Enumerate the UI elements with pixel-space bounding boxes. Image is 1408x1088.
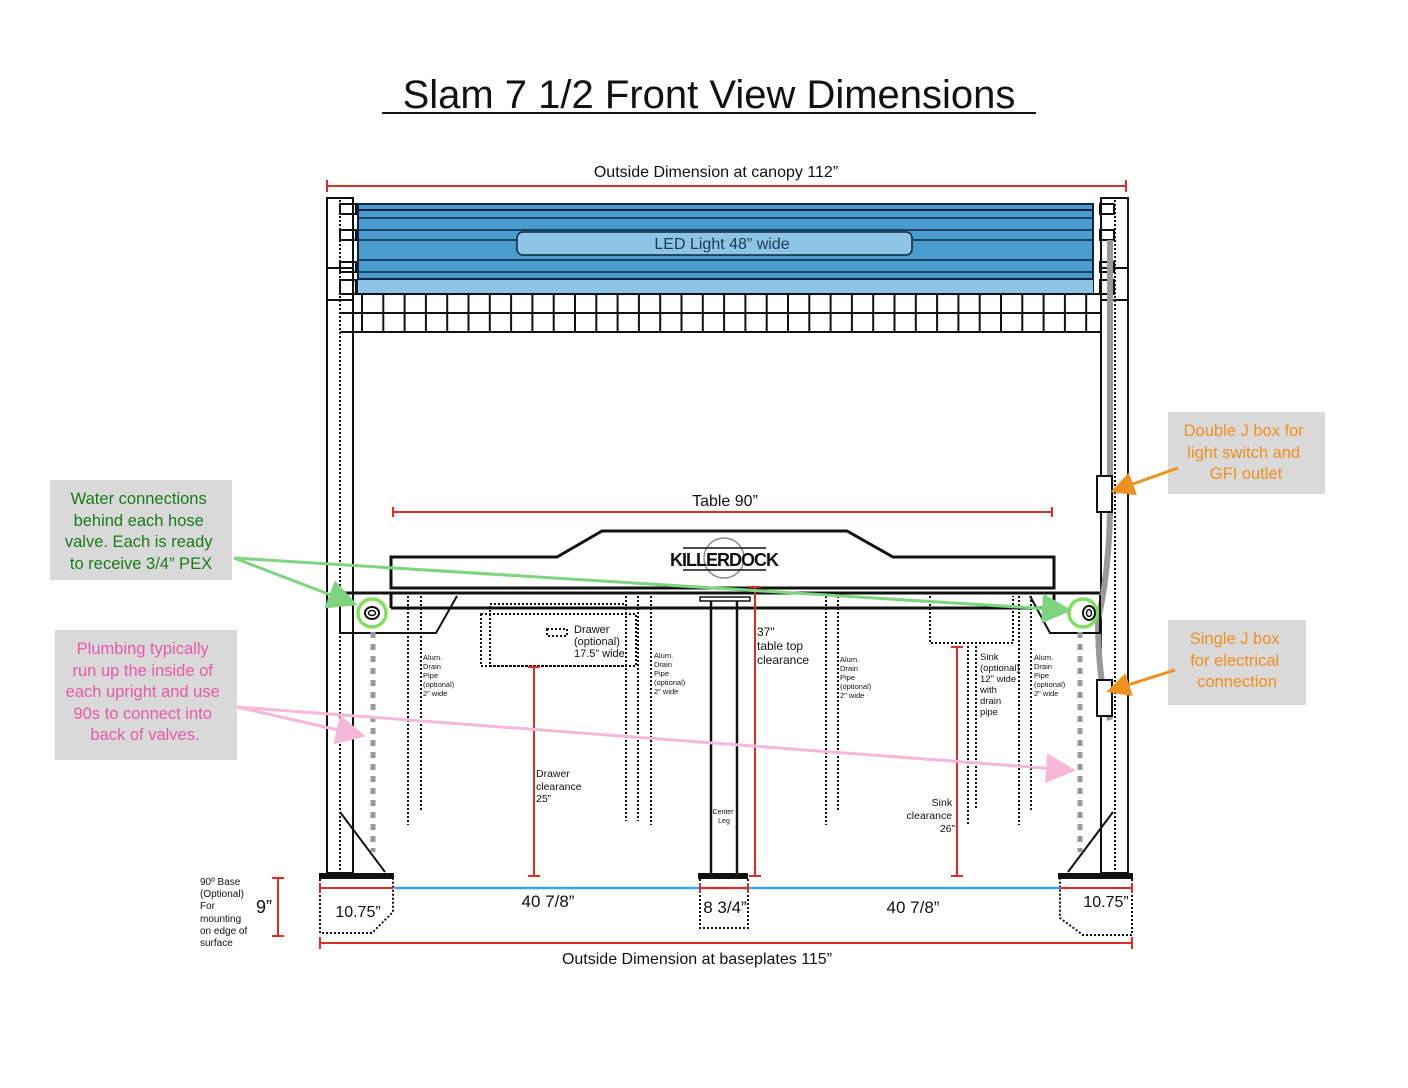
canopy-dimension-line <box>326 180 1127 192</box>
right-upright <box>1067 197 1129 874</box>
water-callout-text: Water connections behind each hose valve… <box>65 490 217 573</box>
sink-label: Sink (optional) 12" wide with drain pipe <box>979 652 1022 718</box>
double-jbox <box>1096 475 1113 513</box>
double-jbox-callout-text: Double J box for light switch and GFI ou… <box>1184 422 1309 483</box>
single-jbox <box>1096 679 1113 717</box>
base-width-ticks <box>319 883 1133 893</box>
brand-logo: KILLERDOCK <box>670 537 780 579</box>
baseplates-dimension-line <box>319 937 1133 949</box>
baseplates <box>319 873 1133 936</box>
led-light-label: LED Light 48” wide <box>654 236 789 253</box>
drawer-label: Drawer (optional) 17.5” wide <box>574 624 625 660</box>
base-height-line <box>272 877 284 937</box>
single-jbox-callout: Single J box for electrical connection <box>1168 620 1306 705</box>
left-upright <box>326 197 386 874</box>
sink-clearance-label: Sink clearance 26” <box>907 797 956 835</box>
table-width-line <box>392 507 1053 517</box>
right-base-width-label: 10.75” <box>1083 894 1128 911</box>
water-callout: Water connections behind each hose valve… <box>50 480 232 580</box>
base-height-label: 9” <box>256 897 272 917</box>
drain-pipes <box>407 596 1032 825</box>
left-span-label: 40 7/8” <box>522 892 575 911</box>
left-base-width-label: 10.75” <box>335 904 380 921</box>
center-leg-width-label: 8 3/4” <box>703 898 747 917</box>
table <box>340 529 1100 610</box>
canopy-grid <box>340 293 1100 333</box>
drawer <box>480 603 637 667</box>
double-jbox-arrow <box>1110 466 1179 496</box>
page-title: Slam 7 1/2 Front View Dimensions <box>403 73 1016 117</box>
double-jbox-callout: Double J box for light switch and GFI ou… <box>1168 412 1325 494</box>
single-jbox-callout-text: Single J box for electrical connection <box>1190 630 1284 691</box>
water-arrow-right <box>233 556 1072 624</box>
table-top-clearance-line <box>749 586 761 877</box>
base-note: 90º Base (Optional) For mounting on edge… <box>200 877 250 949</box>
right-span-label: 40 7/8” <box>887 898 940 917</box>
sink <box>929 596 1014 644</box>
left-valve-bracket <box>339 595 458 634</box>
left-hose-valve-icon <box>356 597 388 629</box>
table-width-label: Table 90” <box>692 493 758 510</box>
plumbing-callout: Plumbing typically run up the inside of … <box>55 630 237 760</box>
led-light-bar: LED Light 48” wide <box>516 231 913 256</box>
drawer-clearance-label: Drawer clearance 25” <box>536 768 584 805</box>
canopy-dimension-label: Outside Dimension at canopy 112” <box>594 164 838 181</box>
plumbing-arrow-left <box>236 705 366 745</box>
right-valve-bracket <box>1029 595 1101 634</box>
water-arrow-left <box>233 556 358 609</box>
plumbing-arrow-right <box>236 705 1076 784</box>
center-leg <box>699 596 751 873</box>
drawer-clearance-line <box>528 666 540 877</box>
plumbing-callout-text: Plumbing typically run up the inside of … <box>66 640 225 744</box>
baseplates-dimension-label: Outside Dimension at baseplates 115” <box>562 951 832 968</box>
center-leg-label: Center Leg <box>713 809 736 825</box>
brand-label: KILLERDOCK <box>670 550 779 570</box>
single-jbox-arrow <box>1106 668 1176 696</box>
table-top-clearance-label: 37" table top clearance <box>757 625 809 667</box>
